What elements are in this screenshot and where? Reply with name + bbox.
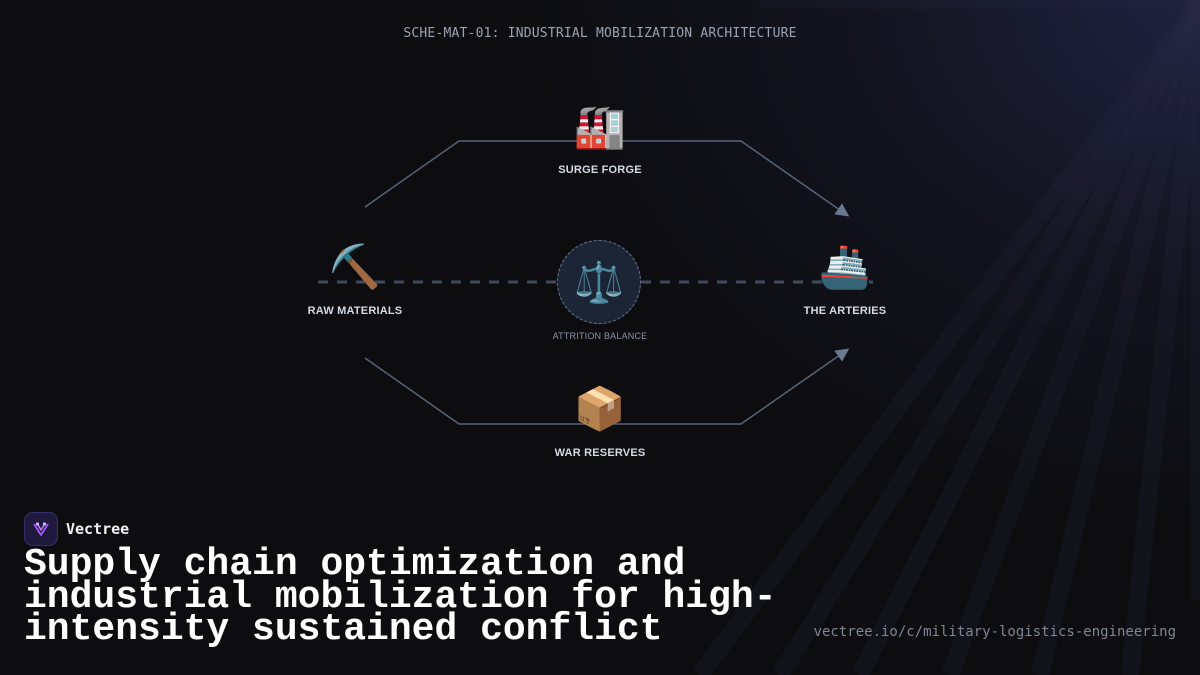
package-icon: 📦 — [573, 384, 627, 433]
ship-icon: 🚢 — [818, 242, 872, 291]
vectree-logo-icon — [24, 512, 58, 546]
brand-name: Vectree — [66, 520, 130, 538]
node-label-war-reserves: WAR RESERVES — [554, 447, 646, 459]
source-url: vectree.io/c/military-logistics-engineer… — [813, 624, 1176, 640]
balance-scale-icon: ⚖️ — [557, 240, 641, 324]
brand: Vectree — [24, 512, 129, 546]
page-title: Supply chain optimization and industrial… — [24, 543, 777, 651]
node-label-surge-forge: SURGE FORGE — [558, 164, 642, 176]
lower-supply-route — [364, 348, 850, 425]
factory-icon: 🏭 — [573, 102, 627, 151]
diagram-header: SCHE-MAT-01: INDUSTRIAL MOBILIZATION ARC… — [403, 26, 797, 41]
node-label-raw-materials: RAW MATERIALS — [307, 305, 403, 317]
pickaxe-icon: ⛏️ — [328, 242, 382, 291]
hub-label-attrition-balance: ATTRITION BALANCE — [552, 331, 648, 341]
upper-supply-route — [364, 140, 850, 217]
node-label-the-arteries: THE ARTERIES — [803, 305, 887, 317]
